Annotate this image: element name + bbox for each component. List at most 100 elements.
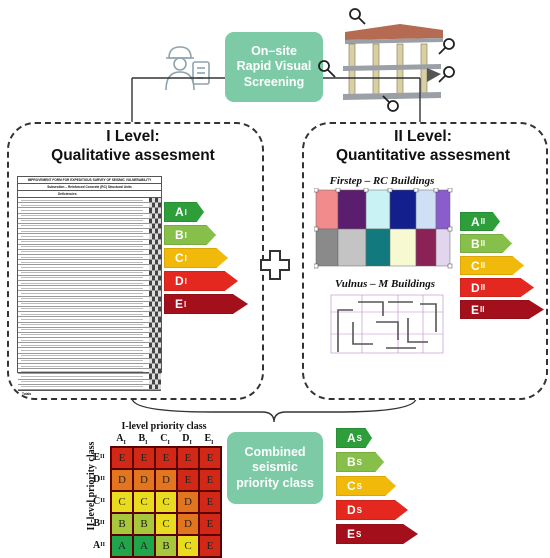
row-letter: B xyxy=(93,517,100,529)
combined-class-subscript: S xyxy=(356,481,363,491)
form-row-checkbox xyxy=(149,218,161,223)
level2-class-letter: E xyxy=(471,302,480,317)
level1-class-letter: C xyxy=(175,251,184,265)
row-subscript: II xyxy=(100,498,105,504)
level2-class-subscript: II xyxy=(480,239,486,248)
level1-class-letter: A xyxy=(175,205,184,219)
onsite-line2: Rapid Visual xyxy=(236,59,312,74)
form-row xyxy=(18,312,161,318)
combined-class-subscript: S xyxy=(356,433,363,443)
form-row-checkbox xyxy=(149,301,161,306)
row-letter: D xyxy=(93,473,101,485)
matrix-cell: E xyxy=(199,491,221,513)
matrix-cell: E xyxy=(177,469,199,491)
form-row xyxy=(18,369,161,375)
row-letter: C xyxy=(93,495,101,507)
level2-class-letter: B xyxy=(471,236,480,251)
matrix-cell: B xyxy=(133,513,155,535)
matrix-cell: C xyxy=(133,491,155,513)
level1-title: I Level: Qualitative assesment xyxy=(20,128,246,165)
level2-class-letter: C xyxy=(471,258,480,273)
form-row xyxy=(18,301,161,307)
matrix-cell: E xyxy=(199,447,221,469)
level2-class-letter: A xyxy=(471,214,480,229)
form-row-checkbox xyxy=(149,296,161,301)
form-row-checkbox xyxy=(149,286,161,291)
plus-icon xyxy=(260,250,290,280)
form-row-checkbox xyxy=(149,260,161,265)
matrix-cell: B xyxy=(111,513,133,535)
onsite-line1: On–site xyxy=(251,43,297,58)
form-row-checkbox xyxy=(149,379,161,384)
level2-title: II Level: Quantitative assesment xyxy=(305,128,541,165)
level1-class-letter: D xyxy=(175,274,184,288)
matrix-cell: C xyxy=(155,491,177,513)
form-row xyxy=(18,306,161,313)
magnifier-icon xyxy=(349,8,366,25)
level2-class-subscript: II xyxy=(480,217,486,226)
form-row-checkbox xyxy=(149,255,161,260)
magnifier-icon xyxy=(318,60,336,78)
matrix-cell: C xyxy=(111,491,133,513)
form-row xyxy=(18,249,161,256)
form-row xyxy=(18,229,161,235)
col-subscript: I xyxy=(189,440,192,446)
form-title: IMPROVEMENT FORM FOR EXPEDITIOUS SURVEY … xyxy=(18,177,161,184)
form-row-checkbox xyxy=(149,338,161,343)
masonry-buildings-label: Vulnus – M Buildings xyxy=(335,278,435,290)
combined-class-letter: C xyxy=(347,479,356,493)
matrix-cell: E xyxy=(177,447,199,469)
combined-class-subscript: S xyxy=(356,457,363,467)
form-row-checkbox xyxy=(149,198,161,203)
matrix-cell: A xyxy=(111,535,133,557)
combined-line3: priority class xyxy=(236,475,314,490)
matrix-cell: E xyxy=(155,447,177,469)
level1-class-subscript: I xyxy=(184,207,187,217)
form-footer: Totals xyxy=(18,389,161,397)
survey-form: IMPROVEMENT FORM FOR EXPEDITIOUS SURVEY … xyxy=(17,176,162,396)
form-row-checkbox xyxy=(149,364,161,369)
form-row-checkbox xyxy=(149,348,161,353)
form-row-checkbox xyxy=(149,239,161,244)
form-row xyxy=(18,239,161,245)
form-row-checkbox xyxy=(149,317,161,322)
combined-class-subscript: S xyxy=(356,505,363,515)
matrix-cell: D xyxy=(133,469,155,491)
combined-seismic-priority-class-box: Combined seismic priority class xyxy=(227,432,323,504)
matrix-cell: E xyxy=(133,447,155,469)
matrix-column-header: AI xyxy=(110,433,132,446)
onsite-line3: Screening xyxy=(243,74,305,89)
form-row xyxy=(18,275,161,281)
form-row xyxy=(18,218,161,224)
combined-class-letter: B xyxy=(347,455,356,469)
matrix-column-header: EI xyxy=(198,433,220,446)
form-row-checkbox xyxy=(149,312,161,317)
form-row xyxy=(18,255,161,261)
form-row xyxy=(18,234,161,240)
matrix-column-header: CI xyxy=(154,433,176,446)
matrix-cell: E xyxy=(199,535,221,557)
row-subscript: II xyxy=(100,520,105,526)
onsite-rapid-visual-screening-box: On–site Rapid Visual Screening xyxy=(225,32,323,102)
level2-class-subscript: II xyxy=(480,305,485,314)
col-subscript: I xyxy=(167,440,170,446)
col-letter: A xyxy=(116,433,124,444)
masonry-floor-plan-diagram xyxy=(330,294,444,354)
form-row-checkbox xyxy=(149,249,161,255)
form-row xyxy=(18,379,161,385)
form-row-checkbox xyxy=(149,223,161,229)
combined-line2: seismic xyxy=(252,460,298,475)
